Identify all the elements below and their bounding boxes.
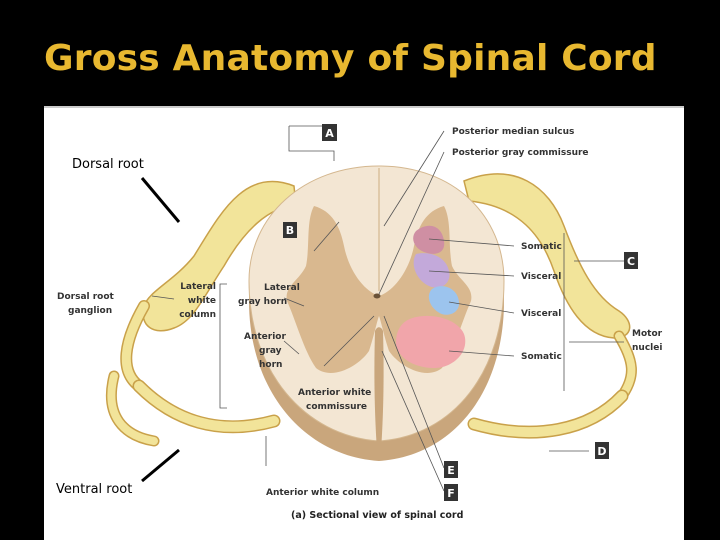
annotation-ventral-root: Ventral root xyxy=(56,482,132,497)
box-c-label: C xyxy=(627,255,635,268)
label-anterior-gray-horn-line2: gray xyxy=(259,346,282,356)
box-f: F xyxy=(444,484,458,501)
label-lateral-white-column-line3: column xyxy=(179,310,216,320)
label-anterior-white-column: Anterior white column xyxy=(266,488,379,498)
box-f-label: F xyxy=(447,487,455,500)
label-dorsal-root-ganglion-line1: Dorsal root xyxy=(57,292,115,302)
box-c: C xyxy=(624,252,638,269)
box-d: D xyxy=(595,442,609,459)
box-b-label: B xyxy=(286,224,294,237)
label-somatic-top: Somatic xyxy=(521,242,562,252)
box-d-label: D xyxy=(597,445,606,458)
annotation-dorsal-root: Dorsal root xyxy=(72,157,144,172)
label-visceral-top: Visceral xyxy=(521,272,561,282)
left-spinal-nerve xyxy=(105,180,297,447)
right-spinal-nerve xyxy=(463,173,637,439)
somatic-motor-nucleus xyxy=(396,315,466,368)
box-e: E xyxy=(444,461,458,478)
right-nerve-body xyxy=(463,173,631,339)
box-e-label: E xyxy=(447,464,455,477)
figure-panel: A B C D E F Posterior median sulcus Post… xyxy=(44,106,684,540)
spinal-cord-diagram: A B C D E F Posterior median sulcus Post… xyxy=(44,106,684,521)
label-anterior-white-commissure-line2: commissure xyxy=(306,402,367,412)
label-lateral-gray-horn-line2: gray horn xyxy=(238,297,287,307)
label-dorsal-root-ganglion-line2: ganglion xyxy=(68,306,112,316)
leader-lines xyxy=(151,125,624,492)
label-motor-nuclei-line2: nuclei xyxy=(632,343,662,353)
slide-title: Gross Anatomy of Spinal Cord xyxy=(44,38,657,79)
left-nerve-trunk xyxy=(121,301,149,391)
central-canal xyxy=(373,293,381,299)
label-lateral-white-column-line2: white xyxy=(188,296,216,306)
figure-caption: (a) Sectional view of spinal cord xyxy=(291,510,463,521)
label-lateral-white-column-line1: Lateral xyxy=(180,282,216,292)
label-anterior-white-commissure-line1: Anterior white xyxy=(298,388,371,398)
left-distal-nerve xyxy=(107,372,158,445)
label-posterior-median-sulcus: Posterior median sulcus xyxy=(452,127,574,137)
dorsal-root-ganglion-left xyxy=(142,180,297,332)
label-posterior-gray-commissure: Posterior gray commissure xyxy=(452,148,589,158)
left-ventral-root xyxy=(134,381,279,432)
label-lateral-gray-horn-line1: Lateral xyxy=(264,283,300,293)
label-anterior-gray-horn-line3: horn xyxy=(259,360,282,370)
spinal-cord-section xyxy=(248,165,505,461)
somatic-sensory-nucleus xyxy=(413,225,445,254)
label-visceral-bottom: Visceral xyxy=(521,309,561,319)
label-motor-nuclei-line1: Motor xyxy=(632,329,663,339)
visceral-motor-nucleus xyxy=(428,286,460,315)
label-anterior-gray-horn-line1: Anterior xyxy=(244,332,286,342)
box-b: B xyxy=(283,222,297,238)
visceral-sensory-nucleus xyxy=(413,253,450,288)
right-ventral-root xyxy=(469,391,627,438)
anterior-median-fissure xyxy=(374,327,384,451)
box-a: A xyxy=(322,124,337,141)
dorsal-root-arrow xyxy=(140,177,181,223)
ventral-root-arrow xyxy=(141,448,180,483)
box-a-label: A xyxy=(325,127,334,140)
label-somatic-bottom: Somatic xyxy=(521,352,562,362)
